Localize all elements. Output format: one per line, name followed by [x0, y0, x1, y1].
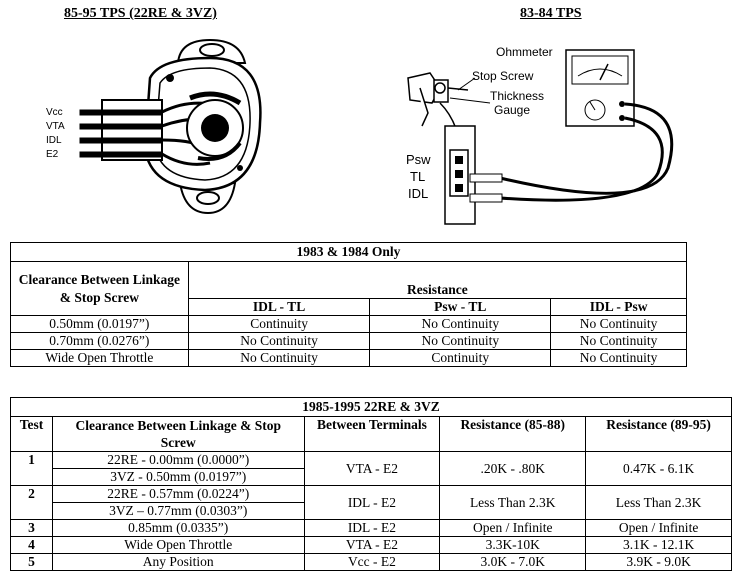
vta-label: VTA — [46, 121, 65, 132]
cell: Open / Infinite — [439, 519, 587, 537]
table2-title: 1985-1995 22RE & 3VZ — [10, 397, 732, 417]
table-row: 3 0.85mm (0.0335”) IDL - E2 Open / Infin… — [10, 519, 732, 537]
table1-col-psw-tl: Psw - TL — [369, 298, 552, 316]
cell: No Continuity — [550, 315, 687, 333]
thickness-label: Thickness — [490, 89, 544, 103]
cell: 3.3K-10K — [439, 536, 587, 554]
table-row: 0.70mm (0.0276”) No Continuity No Contin… — [10, 332, 687, 350]
cell: 3VZ - 0.50mm (0.0197”) — [51, 468, 305, 486]
cell: No Continuity — [187, 349, 371, 367]
e2-label: E2 — [46, 149, 59, 160]
psw-label: Psw — [406, 152, 431, 167]
cell: 3.9K - 9.0K — [585, 553, 732, 571]
cell: Less Than 2.3K — [439, 485, 587, 520]
cell: VTA - E2 — [303, 536, 441, 554]
cell: Any Position — [51, 553, 305, 571]
table1-resistance-header: Resistance — [187, 261, 688, 299]
cell: 3VZ – 0.77mm (0.0303”) — [51, 502, 305, 520]
cell: IDL - E2 — [303, 519, 441, 537]
cell: 0.85mm (0.0335”) — [51, 519, 305, 537]
cell: 3.0K - 7.0K — [439, 553, 587, 571]
table2-col-test: Test — [10, 416, 53, 452]
table-row: 0.50mm (0.0197”) Continuity No Continuit… — [10, 315, 687, 333]
table2-col-terminals: Between Terminals — [303, 416, 441, 452]
table-row: Wide Open Throttle No Continuity Continu… — [10, 349, 687, 367]
cell: .20K - .80K — [439, 451, 587, 486]
table1-title: 1983 & 1984 Only — [10, 242, 687, 262]
cell: 0.50mm (0.0197”) — [10, 315, 189, 333]
table-1983-1984: 1983 & 1984 Only Clearance Between Linka… — [10, 242, 688, 367]
test-number: 1 — [10, 451, 53, 486]
cell: 3.1K - 12.1K — [585, 536, 732, 554]
table-row: 1 22RE - 0.00mm (0.0000”) VTA - E2 .20K … — [10, 451, 732, 486]
stop-screw-label: Stop Screw — [472, 69, 534, 83]
cell: 22RE - 0.57mm (0.0224”) — [51, 485, 305, 503]
cell: Open / Infinite — [585, 519, 732, 537]
test-number: 2 — [10, 485, 53, 520]
cell: IDL - E2 — [303, 485, 441, 520]
ohmmeter-label: Ohmmeter — [496, 45, 553, 59]
gauge-label: Gauge — [494, 103, 530, 117]
table-1985-1995: 1985-1995 22RE & 3VZ Test Clearance Betw… — [10, 397, 732, 571]
right-diagram-title: 83-84 TPS — [520, 6, 582, 21]
table-row: 3VZ - 0.50mm (0.0197”) — [11, 468, 732, 486]
table1-col-clearance: Clearance Between Linkage & Stop Screw — [10, 261, 189, 316]
table2-col-res-85-88: Resistance (85-88) — [439, 416, 587, 452]
test-number: 3 — [10, 519, 53, 537]
cell: Wide Open Throttle — [51, 536, 305, 554]
table-row: 2 22RE - 0.57mm (0.0224”) IDL - E2 Less … — [10, 485, 732, 520]
tl-label: TL — [410, 169, 425, 184]
ohmmeter-test-illustration: Stop Screw Thickness Gauge Ohmmeter Psw … — [406, 45, 674, 225]
table-row: 4 Wide Open Throttle VTA - E2 3.3K-10K 3… — [10, 536, 732, 554]
cell: Wide Open Throttle — [10, 349, 189, 367]
table2-col-res-89-95: Resistance (89-95) — [585, 416, 732, 452]
table1-col-idl-psw: IDL - Psw — [550, 298, 687, 316]
cell: Continuity — [187, 315, 371, 333]
table1-col-idl-tl: IDL - TL — [187, 298, 371, 316]
test-number: 5 — [10, 553, 53, 571]
vcc-label: Vcc — [46, 107, 63, 118]
cell: No Continuity — [550, 349, 687, 367]
cell: VTA - E2 — [303, 451, 441, 486]
cell: 0.70mm (0.0276”) — [10, 332, 189, 350]
cell: Less Than 2.3K — [585, 485, 732, 520]
tps-sensor-illustration: Vcc VTA IDL E2 — [46, 38, 262, 215]
cell: Continuity — [369, 349, 552, 367]
test-number: 4 — [10, 536, 53, 554]
connector-pins — [79, 109, 163, 158]
cell: 0.47K - 6.1K — [585, 451, 732, 486]
left-diagram-title: 85-95 TPS (22RE & 3VZ) — [64, 6, 217, 21]
cell: 22RE - 0.00mm (0.0000”) — [51, 451, 305, 469]
cell: No Continuity — [187, 332, 371, 350]
cell: No Continuity — [369, 315, 552, 333]
idl-label: IDL — [46, 135, 62, 146]
cell: No Continuity — [550, 332, 687, 350]
table-row: 5 Any Position Vcc - E2 3.0K - 7.0K 3.9K… — [10, 553, 732, 571]
idl-right-label: IDL — [408, 186, 428, 201]
table2-col-clearance: Clearance Between Linkage & Stop Screw — [51, 416, 305, 452]
cell: No Continuity — [369, 332, 552, 350]
cell: Vcc - E2 — [303, 553, 441, 571]
